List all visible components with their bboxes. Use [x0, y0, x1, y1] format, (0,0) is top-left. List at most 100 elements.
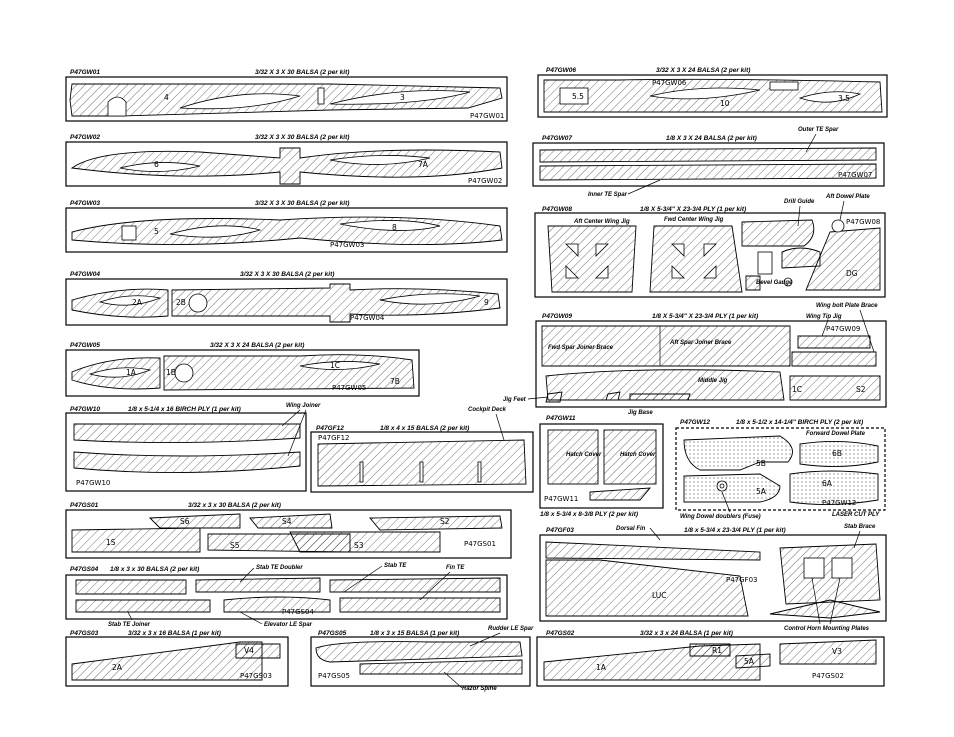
sheet-tag: P47GF03 [726, 576, 758, 584]
sheet-p47gw12: P47GW12 1/8 x 5-1/2 x 14-1/4" BIRCH PLY … [675, 419, 886, 520]
sheet-spec: 1/8 x 5-3/4 x 23-3/4 PLY (1 per kit) [684, 527, 786, 534]
sheet-tag: P47GW05 [332, 384, 366, 392]
sheet-p47gs03: P47GS03 3/32 x 3 x 16 BALSA (1 per kit) … [65, 630, 289, 687]
sheet-p47gs05: P47GS05 1/8 x 3 x 15 BALSA (1 per kit) R… [310, 626, 534, 692]
sheet-spec: 1/8 x 4 x 15 BALSA (2 per kit) [380, 425, 469, 432]
sheet-tag: P47GW04 [350, 314, 385, 322]
part-label: S6 [180, 517, 190, 526]
sheet-id: P47GS03 [70, 630, 99, 637]
callout-inner-te-spar: Inner TE Spar [588, 192, 628, 198]
callout-fin-te: Fin TE [446, 565, 465, 571]
sheet-p47gw09: P47GW09 1/8 X 5-3/4" X 23-3/4 PLY (1 per… [535, 303, 887, 408]
callout-elevator-le-spar: Elevator LE Spar [264, 622, 313, 628]
part-label: 10 [720, 99, 730, 108]
sheet-id: P47GW03 [70, 200, 100, 207]
sheet-tag: P47GS03 [240, 672, 272, 680]
callout-stab-te-doubler: Stab TE Doubler [256, 565, 303, 571]
sheet-id: P47GS04 [70, 566, 99, 573]
part-label: 1C [792, 385, 802, 394]
part-label: 8 [392, 223, 397, 232]
sheet-p47gw05: P47GW05 3/32 X 3 X 24 BALSA (2 per kit) … [65, 342, 420, 397]
sheet-id: P47GS05 [318, 630, 347, 637]
sheet-tag: P47GS05 [318, 672, 350, 680]
sheet-tag: P47GW02 [468, 177, 502, 185]
part-label: S3 [354, 541, 364, 550]
sheet-p47gw04: P47GW04 3/32 X 3 X 30 BALSA (2 per kit) … [65, 271, 508, 326]
sheet-tag: P47GW03 [330, 241, 364, 249]
sheet-id: P47GS02 [546, 630, 575, 637]
callout-stab-te: Stab TE [384, 563, 407, 569]
sheet-tag: P47GW09 [826, 325, 860, 333]
sheet-spec: 1/8 x 3 x 30 BALSA (2 per kit) [110, 566, 199, 573]
callout-hatch-cover-1: Hatch Cover [566, 452, 602, 458]
sheet-spec: 3/32 x 3 x 24 BALSA (1 per kit) [640, 630, 733, 637]
part-label: 5.5 [572, 92, 584, 101]
sheet-tag: P47GW12 [822, 499, 856, 507]
sheet-spec: 3/32 x 3 x 30 BALSA (2 per kit) [188, 502, 281, 509]
sheet-id: P47GW06 [546, 67, 576, 74]
callout-laser-cut-ply: LASER CUT PLY [832, 512, 880, 518]
sheet-p47gf12: P47GF12 1/8 x 4 x 15 BALSA (2 per kit) C… [310, 407, 534, 493]
sheet-p47gs04: P47GS04 1/8 x 3 x 30 BALSA (2 per kit) S… [65, 563, 508, 628]
callout-razor-spine: Razor Spine [462, 686, 497, 692]
callout-wing-dowel-doublers: Wing Dowel doublers (Fuse) [680, 514, 761, 520]
sheet-id: P47GW11 [546, 415, 576, 422]
part-label: DG [846, 269, 858, 278]
callout-bevel-gauge: Bevel Gauge [756, 280, 793, 286]
part-label: V3 [832, 647, 842, 656]
sheet-tag: P47GF12 [318, 434, 350, 442]
sheet-tag: P47GS04 [282, 608, 314, 616]
part-label: R1 [712, 646, 722, 655]
sheet-id: P47GF03 [546, 527, 574, 534]
sheet-spec: 1/8 x 5-1/2 x 14-1/4" BIRCH PLY (2 per k… [736, 419, 863, 426]
sheet-p47gw03: P47GW03 3/32 X 3 X 30 BALSA (2 per kit) … [65, 200, 508, 253]
part-label: S5 [230, 541, 240, 550]
sheet-id: P47GF12 [316, 425, 344, 432]
sheet-id: P47GW09 [542, 313, 572, 320]
sheet-spec: 1/8 x 5-1/4 x 16 BIRCH PLY (1 per kit) [128, 406, 241, 413]
sheet-tag: P47GW11 [544, 495, 578, 503]
part-label: 3 [400, 93, 405, 102]
sheet-spec: 1/8 x 5-3/4 x 8-3/8 PLY (2 per kit) [540, 511, 638, 518]
callout-fwd-spar-joiner-brace: Fwd Spar Joiner Brace [548, 345, 614, 351]
sheet-id: P47GW08 [542, 206, 572, 213]
sheet-tag: P47GS02 [812, 672, 844, 680]
sheet-p47gs02: P47GS02 3/32 x 3 x 24 BALSA (1 per kit) … [536, 630, 885, 687]
sheet-p47gw06: P47GW06 3/32 X 3 X 24 BALSA (2 per kit) … [537, 67, 888, 153]
part-label: 4 [164, 93, 169, 102]
part-label: S2 [440, 517, 450, 526]
sheet-spec: 1/8 X 5-3/4" X 23-3/4 PLY (1 per kit) [652, 313, 758, 320]
sheet-id: P47GW02 [70, 134, 100, 141]
callout-aft-spar-joiner-brace: Aft Spar Joiner Brace [669, 340, 732, 346]
sheet-spec: 1/8 X 3 X 24 BALSA (2 per kit) [666, 135, 757, 142]
callout-outer-te-spar: Outer TE Spar [798, 127, 839, 133]
part-label: LUC [652, 591, 667, 600]
callout-wing-tip-jig: Wing Tip Jig [806, 314, 842, 320]
callout-hatch-cover-2: Hatch Cover [620, 452, 656, 458]
sheet-spec: 3/32 X 3 X 30 BALSA (2 per kit) [255, 134, 349, 141]
part-label: 6A [822, 479, 833, 488]
part-label: 5A [756, 487, 767, 496]
callout-jig-feet: Jig Feet [503, 397, 527, 403]
sheet-id: P47GW04 [70, 271, 100, 278]
sheet-tag: P47GW01 [470, 112, 504, 120]
callout-wing-joiner: Wing Joiner [286, 403, 321, 409]
sheet-spec: 3/32 x 3 x 16 BALSA (1 per kit) [128, 630, 221, 637]
sheet-tag: P47GW07 [838, 171, 872, 179]
sheet-tag: P47GS01 [464, 540, 496, 548]
sheet-spec: 3/32 X 3 X 30 BALSA (2 per kit) [255, 69, 349, 76]
sheet-p47gw08: P47GW08 1/8 X 5-3/4" X 23-3/4 PLY (1 per… [534, 194, 886, 298]
part-label: 7B [390, 377, 400, 386]
sheet-p47gw01: P47GW01 3/32 X 3 X 30 BALSA (2 per kit) … [65, 69, 508, 122]
sheet-p47gw11: P47GW11 Hatch Cover Hatch Cover P47GW11 … [539, 415, 664, 518]
part-label: 7A [418, 160, 429, 169]
sheet-spec: 1/8 x 3 x 15 BALSA (1 per kit) [370, 630, 459, 637]
part-label: 3.5 [838, 94, 850, 103]
sheet-id: P47GW07 [542, 135, 572, 142]
sheet-spec: 3/32 X 3 X 24 BALSA (2 per kit) [656, 67, 750, 74]
callout-control-horn-mounting-plates: Control Horn Mounting Plates [784, 626, 870, 632]
callout-aft-dowel-plate: Aft Dowel Plate [825, 194, 870, 200]
sheet-spec: 3/32 X 3 X 30 BALSA (2 per kit) [240, 271, 334, 278]
callout-fwd-center-wing-jig: Fwd Center Wing Jig [664, 217, 724, 223]
